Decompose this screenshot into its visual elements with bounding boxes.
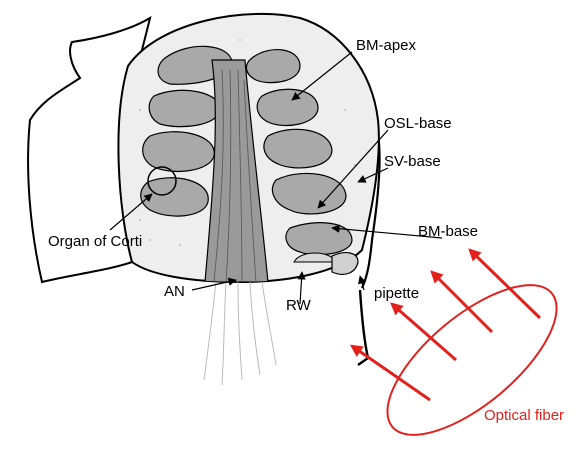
chamber bbox=[286, 223, 352, 255]
label-osl-base: OSL-base bbox=[384, 115, 452, 132]
light-arrow bbox=[432, 272, 492, 332]
light-arrow bbox=[470, 250, 540, 318]
label-bm-base: BM-base bbox=[418, 223, 478, 240]
label-organ-of-corti: Organ of Corti bbox=[48, 233, 142, 250]
chamber bbox=[141, 178, 209, 216]
chamber bbox=[257, 89, 318, 125]
label-pipette: pipette bbox=[374, 285, 419, 302]
label-an: AN bbox=[164, 283, 185, 300]
label-sv-base: SV-base bbox=[384, 153, 441, 170]
label-rw: RW bbox=[286, 297, 312, 314]
chamber bbox=[149, 90, 220, 126]
label-bm-apex: BM-apex bbox=[356, 37, 417, 54]
chamber bbox=[143, 132, 215, 172]
chamber bbox=[264, 129, 332, 168]
light-arrow bbox=[392, 304, 456, 360]
label-optical-fiber: Optical fiber bbox=[484, 407, 564, 424]
pipette-tip bbox=[332, 253, 358, 275]
